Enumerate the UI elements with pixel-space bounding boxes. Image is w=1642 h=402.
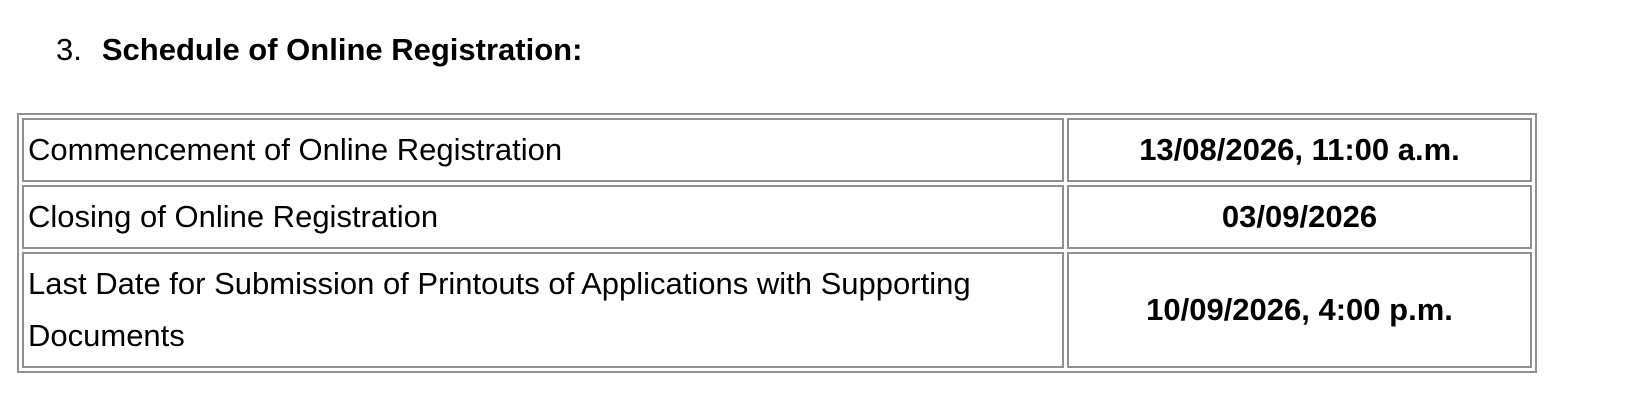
schedule-date-cell: 10/09/2026, 4:00 p.m. bbox=[1067, 252, 1532, 368]
table-row: Commencement of Online Registration 13/0… bbox=[22, 118, 1532, 182]
table-row: Closing of Online Registration 03/09/202… bbox=[22, 185, 1532, 249]
section-heading: 3. Schedule of Online Registration: bbox=[56, 28, 582, 72]
schedule-event-cell: Closing of Online Registration bbox=[22, 185, 1064, 249]
schedule-event-cell: Commencement of Online Registration bbox=[22, 118, 1064, 182]
schedule-table: Commencement of Online Registration 13/0… bbox=[17, 113, 1537, 373]
schedule-date-cell: 13/08/2026, 11:00 a.m. bbox=[1067, 118, 1532, 182]
section-title: Schedule of Online Registration: bbox=[101, 32, 583, 67]
table-row: Last Date for Submission of Printouts of… bbox=[22, 252, 1532, 368]
schedule-event-cell: Last Date for Submission of Printouts of… bbox=[22, 252, 1064, 368]
schedule-date-cell: 03/09/2026 bbox=[1067, 185, 1532, 249]
section-number: 3. bbox=[56, 32, 82, 67]
